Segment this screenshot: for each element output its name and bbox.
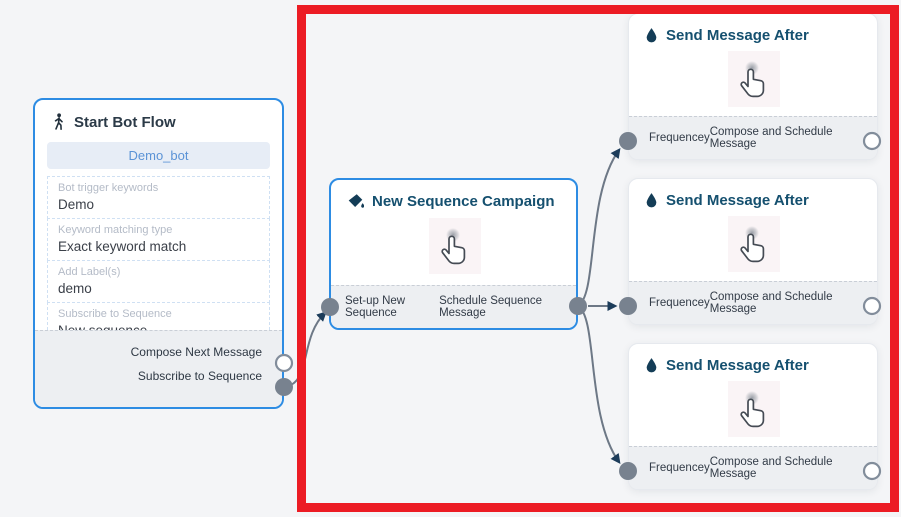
send-node-header: Send Message After (629, 179, 877, 215)
water-drop-icon (645, 192, 658, 209)
node-send-message-after-3[interactable]: Send Message After Frequencey Compose an… (628, 343, 878, 490)
port-frequencey[interactable]: Frequencey (649, 297, 710, 309)
field-value: Exact keyword match (58, 239, 187, 254)
sequence-node-footer: Set-up New Sequence Schedule Sequence Me… (331, 285, 576, 328)
hand-pointer-icon[interactable] (728, 381, 780, 437)
start-node-fields: Bot trigger keywords Demo Keyword matchi… (47, 176, 270, 345)
port-compose-and-schedule-message[interactable]: Compose and Schedule Message (709, 456, 833, 480)
output-compose-next-message: Compose Next Message (130, 345, 262, 359)
send-node-footer: Frequencey Compose and Schedule Message (629, 116, 877, 159)
send-node-title: Send Message After (666, 357, 809, 374)
send-node-footer: Frequencey Compose and Schedule Message (629, 446, 877, 489)
bot-name-button[interactable]: Demo_bot (47, 142, 270, 169)
ink-pour-icon (347, 193, 364, 210)
port-frequencey[interactable]: Frequencey (649, 132, 710, 144)
output-subscribe-to-sequence: Subscribe to Sequence (137, 369, 262, 383)
sequence-node-title: New Sequence Campaign (372, 193, 555, 210)
walking-person-icon (51, 113, 66, 131)
field-value: demo (58, 281, 92, 296)
node-new-sequence-campaign[interactable]: New Sequence Campaign Set-up New Sequenc… (329, 178, 578, 330)
send-node-header: Send Message After (629, 344, 877, 380)
field-label: Subscribe to Sequence (58, 308, 172, 320)
field-keyword-matching-type[interactable]: Keyword matching type Exact keyword matc… (47, 218, 270, 261)
start-node-header: Start Bot Flow (35, 100, 282, 137)
port-setup-new-sequence[interactable]: Set-up New Sequence (345, 295, 406, 319)
start-node-footer: Compose Next Message Subscribe to Sequen… (35, 330, 282, 407)
field-label: Keyword matching type (58, 224, 173, 236)
field-label: Add Label(s) (58, 266, 121, 278)
send-node-title: Send Message After (666, 192, 809, 209)
water-drop-icon (645, 357, 658, 374)
hand-pointer-icon[interactable] (429, 218, 481, 274)
hand-pointer-icon[interactable] (728, 216, 780, 272)
node-send-message-after-1[interactable]: Send Message After Frequencey Compose an… (628, 13, 878, 160)
edge-sequence-to-send-1 (577, 147, 621, 307)
water-drop-icon (645, 27, 658, 44)
port-compose-and-schedule-message[interactable]: Compose and Schedule Message (709, 291, 833, 315)
field-bot-trigger-keywords[interactable]: Bot trigger keywords Demo (47, 176, 270, 219)
field-label: Bot trigger keywords (58, 182, 159, 194)
port-frequencey[interactable]: Frequencey (649, 462, 710, 474)
field-value: Demo (58, 197, 95, 212)
start-node-title: Start Bot Flow (74, 113, 176, 131)
edge-sequence-to-send-3 (577, 305, 621, 465)
node-start-bot-flow[interactable]: Start Bot Flow Demo_bot Bot trigger keyw… (33, 98, 284, 409)
port-schedule-sequence-message[interactable]: Schedule Sequence Message (439, 295, 543, 319)
edge-start-to-sequence (283, 311, 327, 388)
send-node-title: Send Message After (666, 27, 809, 44)
send-node-header: Send Message After (629, 14, 877, 50)
node-send-message-after-2[interactable]: Send Message After Frequencey Compose an… (628, 178, 878, 325)
field-add-labels[interactable]: Add Label(s) demo (47, 260, 270, 303)
send-node-footer: Frequencey Compose and Schedule Message (629, 281, 877, 324)
hand-pointer-icon[interactable] (728, 51, 780, 107)
port-compose-and-schedule-message[interactable]: Compose and Schedule Message (709, 126, 833, 150)
sequence-node-header: New Sequence Campaign (331, 180, 576, 216)
